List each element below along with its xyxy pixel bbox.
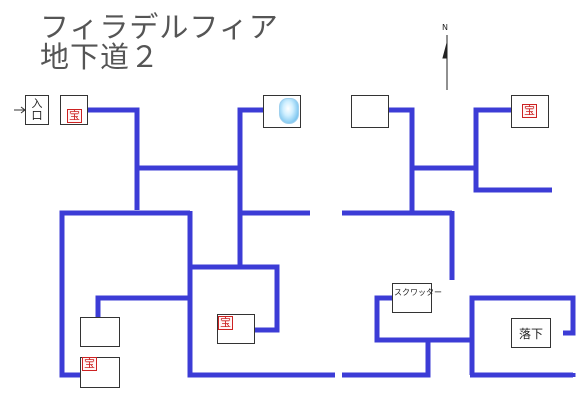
- fall-label: 落下: [518, 326, 543, 341]
- corridor: [388, 107, 415, 213]
- entrance-arrow-icon: [14, 106, 26, 114]
- corridor: [374, 295, 430, 343]
- corridors: [59, 107, 576, 378]
- map-title: フィラデルフィア: [40, 10, 279, 44]
- entrance-label: 入口: [31, 97, 43, 122]
- empty-room: [351, 95, 389, 128]
- entrance-room: 入口: [25, 95, 49, 125]
- fall-room: 落下: [511, 318, 551, 348]
- corridor: [95, 295, 190, 318]
- squatter-room: スクワッター: [392, 283, 442, 313]
- north-arrow-icon: [442, 35, 448, 90]
- empty-room: [80, 317, 120, 347]
- corridor: [469, 295, 576, 375]
- corridor: [59, 210, 190, 378]
- corridor: [342, 337, 472, 378]
- treasure-icon: 宝: [82, 357, 97, 371]
- compass-north-label: N: [442, 23, 448, 32]
- treasure-icon: 宝: [67, 109, 82, 123]
- corridor: [237, 107, 270, 265]
- treasure-icon: 宝: [218, 316, 233, 330]
- corridor: [187, 211, 335, 378]
- treasure-icon: 宝: [522, 104, 537, 118]
- squatter-label: スクワッター: [394, 288, 442, 297]
- map-subtitle: 地下道２: [40, 40, 161, 74]
- corridor: [190, 264, 280, 333]
- corridor: [87, 107, 140, 210]
- corridor: [473, 107, 552, 193]
- crystal-orb-icon: [279, 98, 299, 124]
